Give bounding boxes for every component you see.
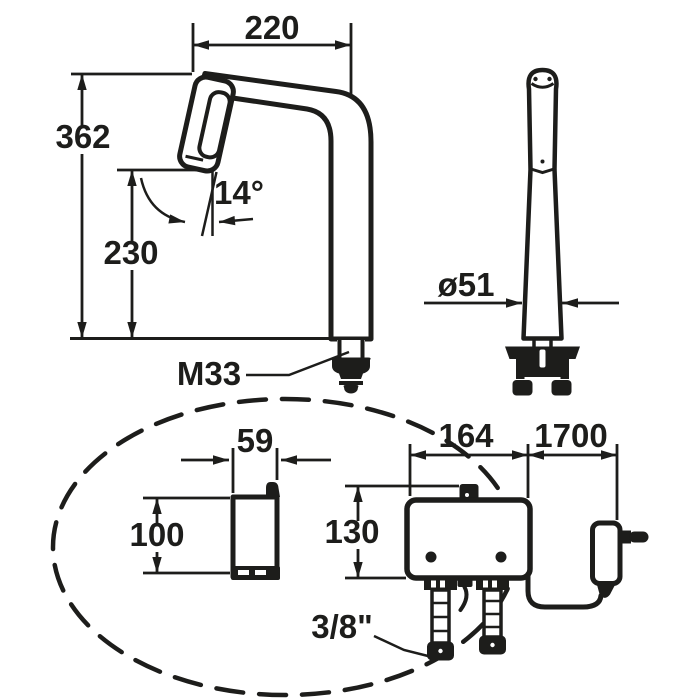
plug-neck xyxy=(596,583,616,598)
mounting-nut xyxy=(331,357,371,379)
box-screw xyxy=(425,551,437,563)
dim-100-label: 100 xyxy=(129,516,184,553)
spray-head xyxy=(177,74,236,174)
thread-label: M33 xyxy=(177,355,241,392)
box-knob xyxy=(459,484,479,501)
power-cable xyxy=(525,571,604,610)
sensor-cable-port xyxy=(457,578,473,587)
installation-detail: 59 100 164 1700 130 xyxy=(50,396,649,698)
dim-diameter-51: ø51 xyxy=(424,266,619,308)
dim-164-label: 164 xyxy=(438,417,494,454)
sensor-dot xyxy=(547,76,552,82)
bracket-base-slot xyxy=(255,570,266,575)
seam-dot xyxy=(540,159,545,164)
plug-pin xyxy=(629,531,649,543)
sensor-cable xyxy=(458,585,469,612)
front-body-outline xyxy=(521,67,564,341)
hose-size-label: 3/8" xyxy=(311,608,373,645)
control-box xyxy=(404,497,533,581)
dim-59-label: 59 xyxy=(237,422,274,459)
dim-angle-14: 14° xyxy=(139,171,264,237)
label-mask xyxy=(324,521,380,549)
spray-head-face xyxy=(197,90,232,160)
label-mask xyxy=(129,524,185,552)
base-slot xyxy=(539,349,546,368)
dim-130-label: 130 xyxy=(324,513,379,550)
thread-callout: M33 xyxy=(177,350,350,392)
base-block xyxy=(516,358,569,379)
dim-230-label: 230 xyxy=(103,234,158,271)
angle-label: 14° xyxy=(214,174,264,211)
leader-line xyxy=(373,634,429,658)
sensor-dot xyxy=(533,76,538,82)
power-plug-body xyxy=(590,520,623,586)
dim-230: 230 xyxy=(103,168,206,338)
label-mask xyxy=(55,126,111,154)
dim-220-label: 220 xyxy=(244,9,299,46)
body-seam-line xyxy=(530,167,555,175)
hose-nut-slot xyxy=(492,580,497,588)
dim-220: 220 xyxy=(191,9,353,97)
mounting-ring xyxy=(339,381,363,385)
diameter-label: ø51 xyxy=(438,266,495,303)
base-foot xyxy=(512,380,533,396)
bracket-clip xyxy=(266,482,280,497)
label-mask xyxy=(103,242,159,270)
bracket-side-view: 59 100 xyxy=(129,422,331,580)
dim-362-label: 362 xyxy=(55,118,110,155)
dim-362: 362 xyxy=(55,72,192,338)
plug-pin-base xyxy=(620,530,631,544)
hose-nut-slot xyxy=(431,580,436,588)
angle-ref-tilted xyxy=(200,171,218,237)
spray-head-outlet-line xyxy=(185,154,204,162)
hose-nut-slot xyxy=(483,580,488,588)
mounting-foot xyxy=(343,385,359,394)
leader-line xyxy=(246,350,350,377)
shank-fill xyxy=(337,340,365,361)
base-gap xyxy=(524,377,561,380)
hose-nut-slot xyxy=(440,580,445,588)
head-cap-line xyxy=(530,82,555,89)
angle-arc xyxy=(139,177,186,224)
faucet-side-view: 220 362 230 14° M33 xyxy=(55,9,374,394)
box-knob-dot xyxy=(465,493,469,497)
box-screw xyxy=(495,551,507,563)
angle-arrow xyxy=(218,215,254,226)
bracket-base-slot xyxy=(238,570,249,575)
dim-1700-label: 1700 xyxy=(534,417,607,454)
hose-end-dot xyxy=(438,648,443,654)
base-foot xyxy=(551,380,572,396)
hose-end-dot xyxy=(490,642,495,648)
bracket-body xyxy=(230,494,280,580)
control-box-assembly: 164 1700 130 xyxy=(311,417,649,661)
faucet-front-view: ø51 xyxy=(424,67,619,396)
